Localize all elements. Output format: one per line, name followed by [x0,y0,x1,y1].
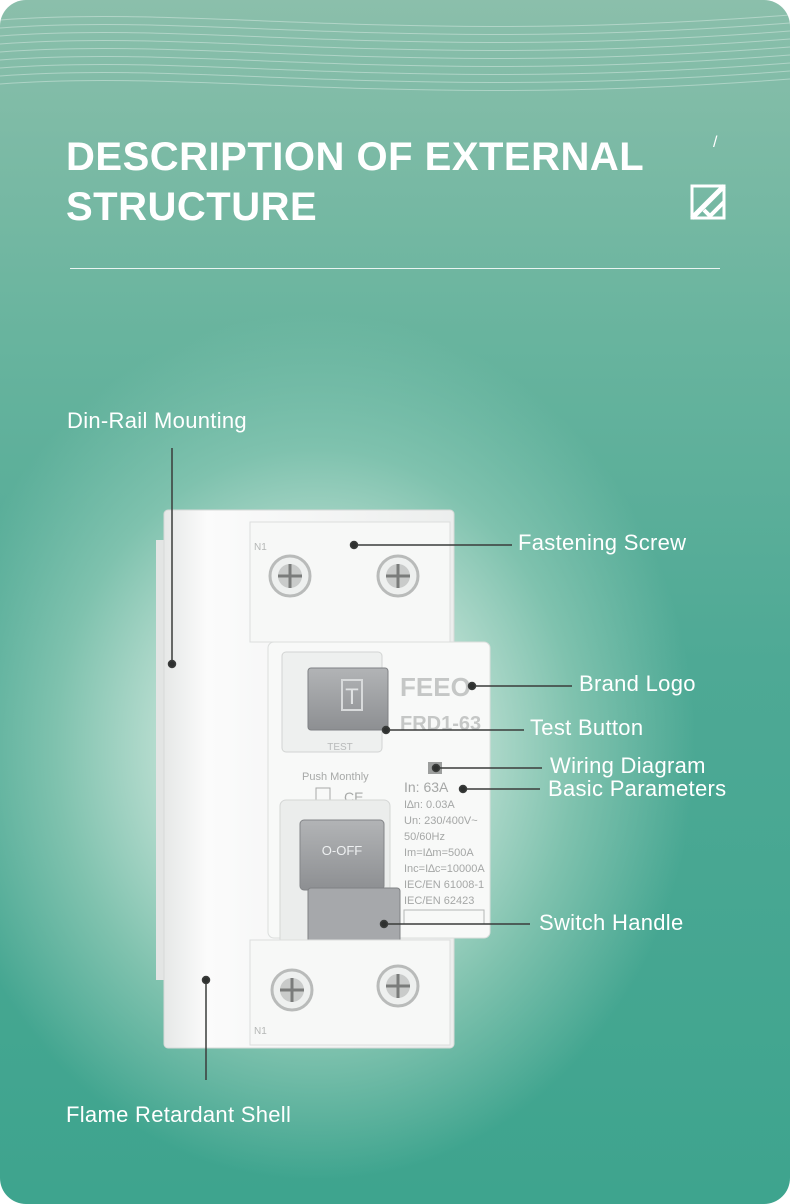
svg-text:IEC/EN 62423: IEC/EN 62423 [404,895,474,907]
callout-basic-parameters: Basic Parameters [548,776,727,801]
header-divider [70,268,720,269]
page-title: DESCRIPTION OF EXTERNAL STRUCTURE [66,132,706,232]
svg-text:Im=I∆m=500A: Im=I∆m=500A [404,847,474,859]
svg-text:Push Monthly: Push Monthly [302,771,369,783]
title-line-2: STRUCTURE [66,185,318,229]
callout-fastening-screw: Fastening Screw [518,530,687,555]
callout-flame-retardant-shell: Flame Retardant Shell [66,1102,292,1127]
svg-text:O-OFF: O-OFF [322,843,362,858]
callout-din-rail-mounting: Din-Rail Mounting [67,408,247,433]
svg-text:50/60Hz: 50/60Hz [404,831,445,843]
parameter-lines: In: 63A I∆n: 0.03A Un: 230/400V~ 50/60Hz… [404,779,485,907]
callout-test-button: Test Button [530,715,644,740]
svg-text:TEST: TEST [327,742,353,753]
svg-text:In: 63A: In: 63A [404,779,449,795]
top-screws [268,554,420,598]
svg-text:Inc=I∆c=10000A: Inc=I∆c=10000A [404,863,485,875]
callout-wiring-diagram: Wiring Diagram [550,753,706,778]
svg-text:Un: 230/400V~: Un: 230/400V~ [404,815,478,827]
bottom-terminal-label: N1 [254,1026,267,1037]
rcd-device-illustration: N1 T TEST FEEO FRD1-63 Push Monthly CE I… [156,509,491,1049]
switch-handle-lever [307,887,401,949]
wiring-diagram-mark [428,762,442,774]
callout-brand-logo: Brand Logo [579,671,696,696]
svg-text:I∆n: 0.03A: I∆n: 0.03A [404,799,455,811]
callout-switch-handle: Switch Handle [539,910,684,935]
svg-text:IEC/EN 61008-1: IEC/EN 61008-1 [404,879,484,891]
decorative-wave-lines [0,14,790,91]
title-line-1: DESCRIPTION OF EXTERNAL [66,135,645,179]
corner-slash: / [713,134,718,151]
checkmark-logo-icon [690,184,726,220]
svg-text:T: T [345,684,358,709]
top-terminal-label: N1 [254,542,267,553]
bottom-screws [270,964,420,1012]
test-button [307,667,389,731]
model-text: FRD1-63 [400,713,481,735]
brand-logo-text: FEEO [400,672,471,702]
